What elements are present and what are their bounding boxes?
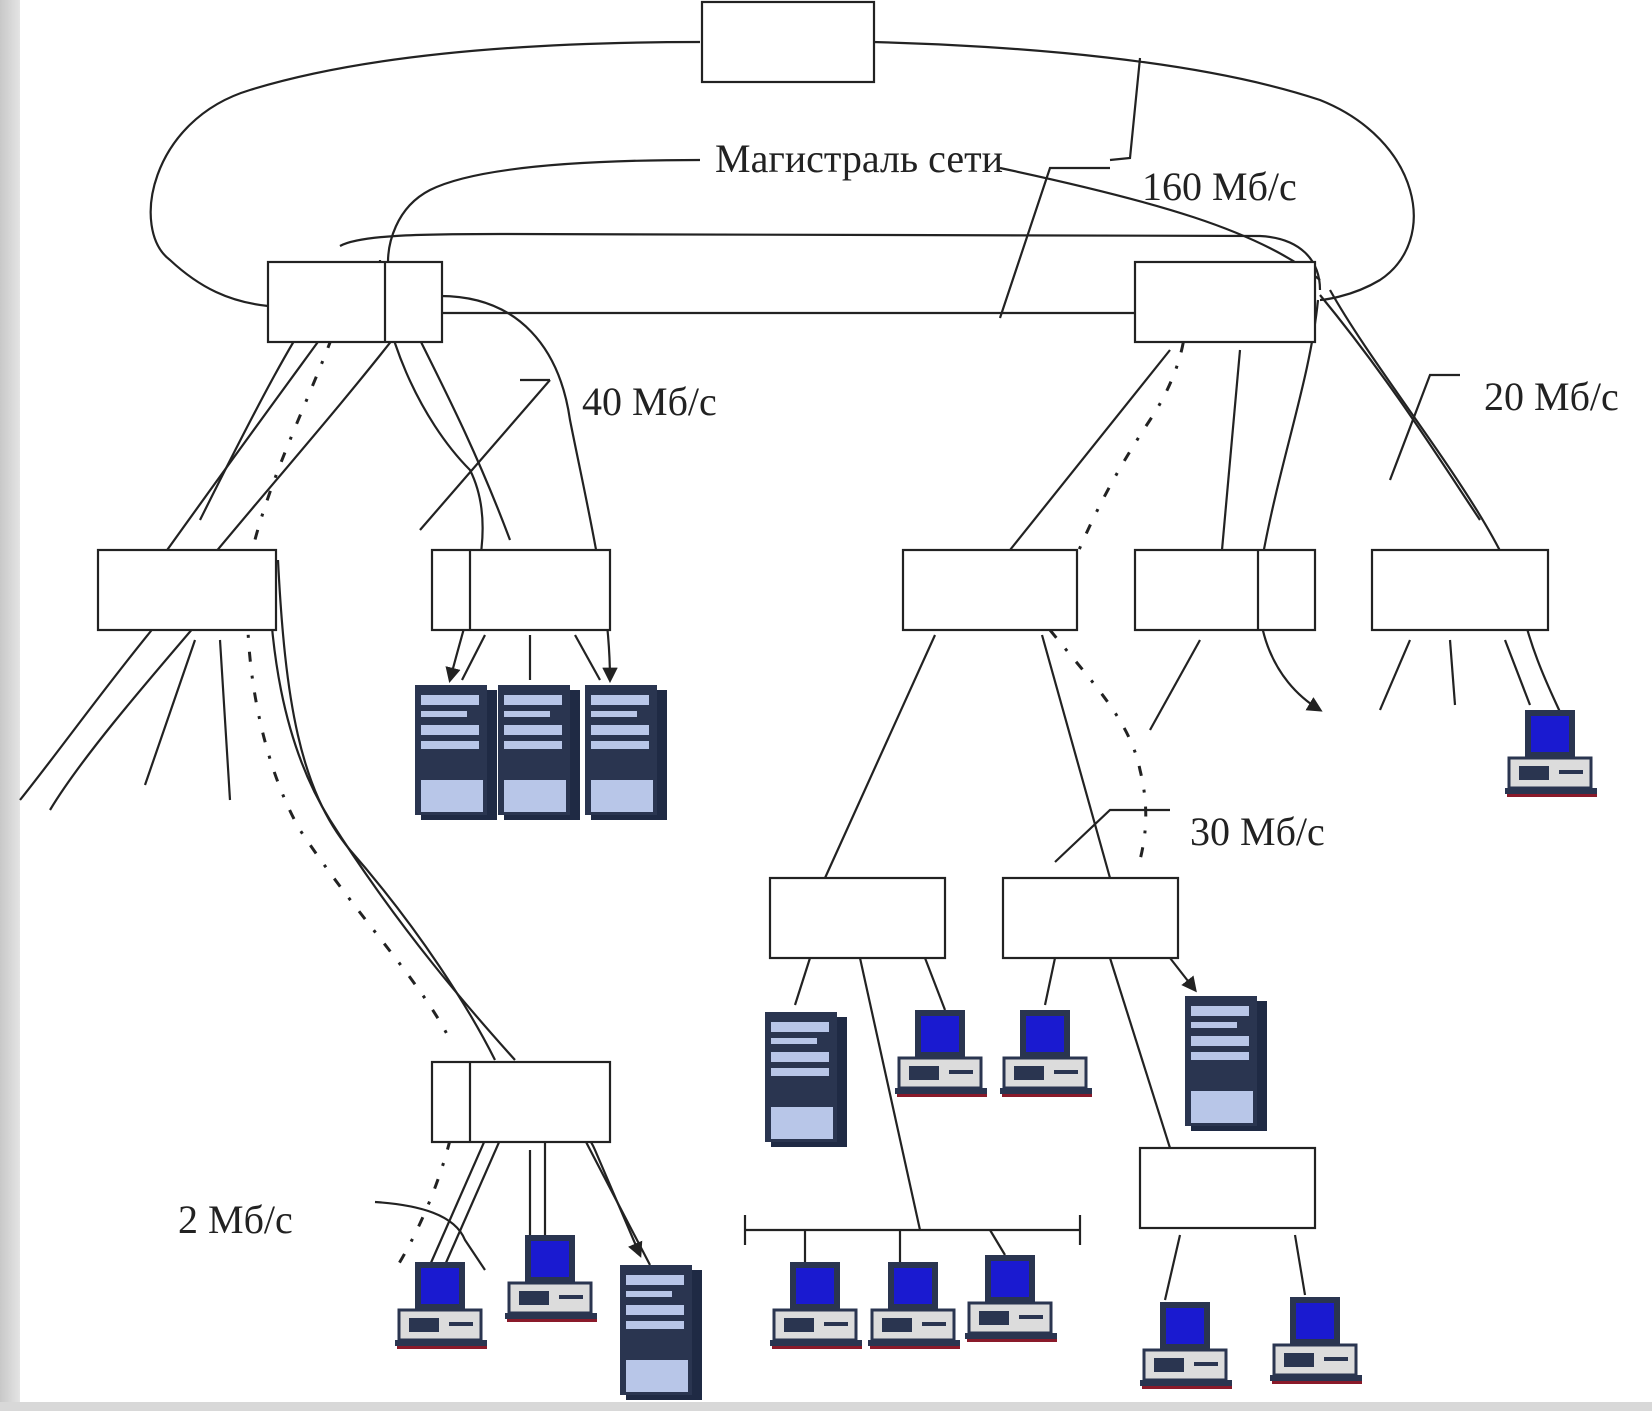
workstation-icon (893, 1008, 989, 1099)
workstation-icon (963, 1253, 1059, 1344)
speed-160-label: 160 Мб/с (1142, 164, 1297, 209)
workstation-icon (1503, 708, 1599, 799)
main-switch-left (266, 260, 444, 344)
right-branch-lines (743, 268, 1562, 1301)
network-switches (96, 0, 1550, 1230)
speed-2-label: 2 Мб/с (178, 1197, 293, 1242)
server-icon (765, 1012, 847, 1147)
workstation-icon (1268, 1295, 1364, 1386)
switch-m2 (1001, 876, 1180, 960)
left-branch-lines (19, 259, 618, 1061)
backbone-label: Магистраль сети (715, 136, 1003, 181)
main-switch-right (1133, 260, 1317, 344)
server-icon (498, 685, 580, 820)
speed-20-label: 20 Мб/с (1484, 374, 1619, 419)
workstation-icon (393, 1260, 489, 1351)
server-icon (415, 685, 497, 820)
switch-r3 (1370, 548, 1550, 632)
bottom-edge-strip (0, 1402, 1652, 1411)
switch-r2 (1133, 548, 1317, 632)
switch-b-right (1138, 1146, 1317, 1230)
workstation-icon (768, 1260, 864, 1351)
switch-l2 (430, 548, 612, 632)
workstation-icon (503, 1233, 599, 1324)
speed-30-label: 30 Мб/с (1190, 809, 1325, 854)
left-edge-strip (0, 0, 20, 1411)
server-icon (1185, 996, 1267, 1131)
workstation-icon (998, 1008, 1094, 1099)
server-icon (620, 1265, 702, 1400)
central-node-box (700, 0, 876, 84)
speed-40-label: 40 Мб/с (582, 379, 717, 424)
switch-m1 (768, 876, 947, 960)
switch-l1 (96, 548, 278, 632)
workstation-icon (1138, 1300, 1234, 1391)
lower-left-lines (374, 1123, 651, 1271)
server-icon (585, 685, 667, 820)
switch-b-left (430, 1060, 612, 1144)
switch-r1 (901, 548, 1079, 632)
workstation-icon (866, 1260, 962, 1351)
